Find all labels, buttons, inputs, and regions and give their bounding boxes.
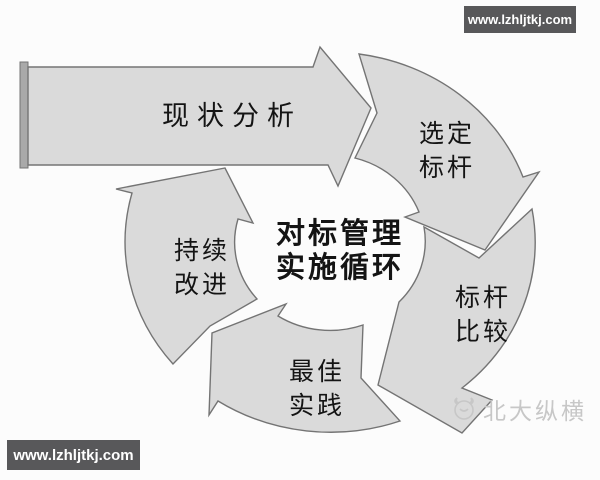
watermark-url-bottom-left: www.lzhljtkj.com <box>7 440 140 470</box>
step-label-line: 改进 <box>173 272 231 299</box>
goat-head-logo-icon <box>450 395 478 423</box>
step-label-status-analysis: 现状分析 <box>154 99 302 133</box>
diagram-center-title: 对标管理 实施循环 <box>276 217 404 285</box>
step-label-line: 标杆 <box>418 155 476 182</box>
step-label-line: 现状分析 <box>162 101 302 131</box>
step-label-line: 最佳 <box>288 359 346 386</box>
step-label-line: 实践 <box>288 393 346 420</box>
step-label-benchmark-compare: 标杆 比较 <box>455 282 511 350</box>
brand-watermark: 北大纵横 <box>450 392 587 426</box>
step-label-continuous-improve: 持续 改进 <box>174 235 230 303</box>
straight-arrow-status-analysis <box>27 45 372 188</box>
curved-arrow-best-practice <box>208 302 402 433</box>
step-label-select-benchmark: 选定 标杆 <box>419 118 475 186</box>
step-label-line: 标杆 <box>454 285 512 312</box>
watermark-url-text: www.lzhljtkj.com <box>467 12 573 27</box>
center-title-line1: 对标管理 <box>275 218 405 250</box>
center-title-line2: 实施循环 <box>275 252 405 284</box>
watermark-url-text: www.lzhljtkj.com <box>13 446 134 464</box>
step-label-line: 选定 <box>418 121 476 148</box>
curved-arrow-benchmark-compare <box>377 207 536 434</box>
curved-arrow-continuous-improve <box>115 167 259 366</box>
brand-name-text: 北大纵横 <box>483 399 587 424</box>
watermark-url-top-right: www.lzhljtkj.com <box>464 6 576 33</box>
straight-arrow-end-cap <box>19 61 29 169</box>
curved-arrow-select-benchmark <box>353 53 541 251</box>
step-label-line: 比较 <box>454 319 512 346</box>
step-label-line: 持续 <box>173 238 231 265</box>
step-label-best-practice: 最佳 实践 <box>289 356 345 424</box>
